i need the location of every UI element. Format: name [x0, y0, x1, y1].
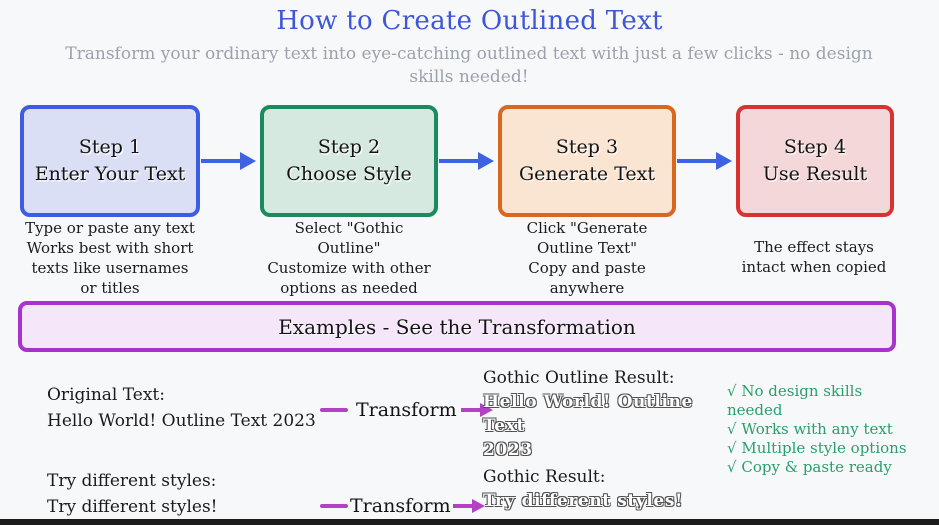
step-2-name: Choose Style: [286, 163, 412, 185]
step-1-name: Enter Your Text: [34, 163, 186, 185]
example-2-source-text: Try different styles!: [47, 497, 218, 517]
caption-line: anywhere: [549, 279, 625, 297]
check-icon: √: [727, 458, 737, 476]
check-item: √ Multiple style options: [727, 439, 907, 457]
transform-arrow-icon: [460, 403, 493, 417]
step-box-4: Step 4 Use Result: [736, 105, 894, 217]
gothic-line: Try different styles!: [483, 491, 684, 511]
step-2-label: Step 2: [317, 136, 381, 158]
caption-line: Outline Text": [537, 239, 637, 257]
flow-arrow-icon: [677, 152, 732, 170]
transform-connector-1: Transform: [320, 398, 493, 422]
transform-label: Transform: [356, 399, 457, 421]
step-4-caption: The effect stays intact when copied: [714, 237, 914, 277]
step-3-name: Generate Text: [518, 163, 656, 185]
flow-arrow-icon: [439, 152, 494, 170]
step-1-caption: Type or paste any text Works best with s…: [10, 218, 210, 298]
caption-line: Copy and paste: [528, 259, 646, 277]
page-subtitle: Transform your ordinary text into eye-ca…: [65, 44, 873, 87]
caption-line: options as needed: [280, 279, 418, 297]
caption-line: Works best with short: [26, 239, 194, 257]
example-2-result: Gothic Result: Try different styles!: [483, 465, 728, 513]
example-2-source-label: Try different styles:: [47, 471, 217, 491]
transform-connector-2: Transform: [320, 494, 485, 518]
step-1-label: Step 1: [78, 136, 142, 158]
example-2-result-label: Gothic Result:: [483, 467, 606, 487]
check-icon: √: [727, 382, 737, 400]
transform-line: [320, 408, 348, 412]
example-1-result-label: Gothic Outline Result:: [483, 368, 675, 388]
example-1-source-label: Original Text:: [47, 385, 165, 405]
step-box-2: Step 2 Choose Style: [260, 105, 438, 217]
step-3-label: Step 3: [555, 136, 619, 158]
caption-line: or titles: [80, 279, 140, 297]
caption-line: Type or paste any text: [25, 219, 195, 237]
example-1-source: Original Text: Hello World! Outline Text…: [47, 382, 316, 434]
transform-label: Transform: [350, 495, 451, 517]
examples-banner: Examples - See the Transformation: [18, 301, 896, 352]
caption-line: intact when copied: [741, 258, 887, 276]
transform-line: [320, 504, 348, 508]
example-2-source: Try different styles: Try different styl…: [47, 468, 218, 520]
check-item: √ Copy & paste ready: [727, 458, 892, 476]
example-1-result-text: Hello World! Outline Text 2023: [483, 390, 728, 462]
step-4-label: Step 4: [783, 136, 847, 158]
step-3-caption: Click "Generate Outline Text" Copy and p…: [487, 218, 687, 298]
bottom-edge-bar: [0, 519, 939, 525]
check-icon: √: [727, 420, 737, 438]
flow-arrow-icon: [201, 152, 256, 170]
step-box-3: Step 3 Generate Text: [498, 105, 676, 217]
caption-line: Select "Gothic: [294, 219, 404, 237]
examples-heading: Examples - See the Transformation: [278, 314, 636, 339]
example-1-source-text: Hello World! Outline Text 2023: [47, 411, 316, 431]
gothic-line: Hello World! Outline Text: [483, 392, 693, 436]
check-icon: √: [727, 439, 737, 457]
page-title: How to Create Outlined Text: [276, 6, 663, 36]
caption-line: Customize with other: [267, 259, 431, 277]
benefits-checklist: √ No design skills needed √ Works with a…: [727, 382, 911, 477]
transform-arrow-icon: [452, 499, 485, 513]
check-item: √ Works with any text: [727, 420, 893, 438]
example-1-result: Gothic Outline Result: Hello World! Outl…: [483, 366, 728, 462]
caption-line: Click "Generate: [526, 219, 648, 237]
caption-line: texts like usernames: [31, 259, 189, 277]
caption-line: The effect stays: [754, 238, 874, 256]
check-item: √ No design skills needed: [727, 382, 863, 419]
step-2-caption: Select "Gothic Outline" Customize with o…: [249, 218, 449, 298]
example-2-result-text: Try different styles!: [483, 489, 728, 513]
gothic-line: 2023: [483, 440, 533, 460]
step-box-1: Step 1 Enter Your Text: [20, 105, 200, 217]
step-4-name: Use Result: [762, 163, 868, 185]
caption-line: Outline": [317, 239, 381, 257]
